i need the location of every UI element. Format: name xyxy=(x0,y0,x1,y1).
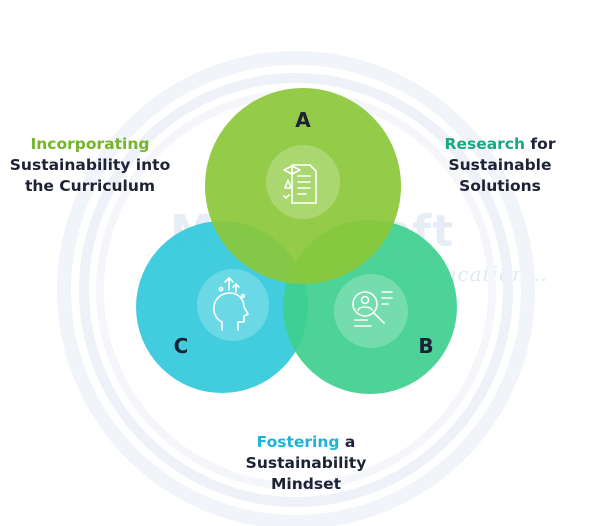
circle-a xyxy=(205,88,401,284)
label-b-rest: for xyxy=(525,135,556,153)
label-fostering: Fostering a Sustainability Mindset xyxy=(216,432,396,495)
label-b-line2: Sustainable xyxy=(448,156,552,174)
label-a-highlight: Incorporating xyxy=(30,135,150,153)
label-b-highlight: Research xyxy=(444,135,526,153)
venn-circles xyxy=(136,88,457,394)
letter-a: A xyxy=(295,108,311,132)
label-a-line2: Sustainability into xyxy=(9,156,171,174)
label-c-line3: Mindset xyxy=(270,475,341,493)
label-research: Research for Sustainable Solutions xyxy=(420,134,580,197)
label-incorporating: Incorporating Sustainability into the Cu… xyxy=(6,134,174,197)
letter-c: C xyxy=(174,334,189,358)
label-c-line2: Sustainability xyxy=(245,454,367,472)
label-b-line3: Solutions xyxy=(459,177,541,195)
middle-ring xyxy=(79,73,513,507)
letter-b: B xyxy=(418,334,433,358)
label-c-rest: a xyxy=(339,433,356,451)
icon-disc-c xyxy=(197,269,269,341)
mindset-head-icon xyxy=(213,277,249,331)
icon-disc-b xyxy=(334,274,408,348)
curriculum-document-icon xyxy=(283,164,317,204)
label-c-highlight: Fostering xyxy=(256,433,340,451)
research-search-icon xyxy=(352,291,393,327)
outer-ring xyxy=(57,51,535,526)
label-a-line3: the Curriculum xyxy=(24,177,156,195)
